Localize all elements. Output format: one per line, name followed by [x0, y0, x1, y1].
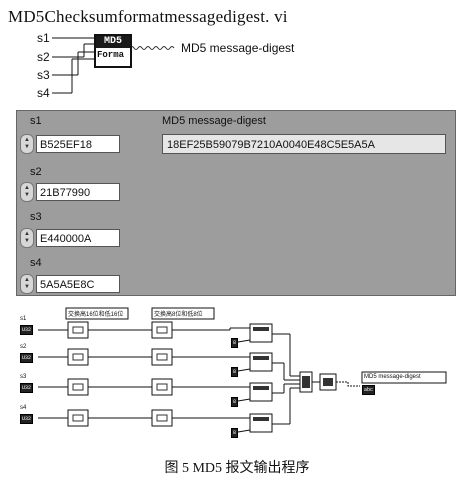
control-s1: ▲▼ B525EF18 [20, 134, 120, 154]
string-input-s2[interactable]: 21B77990 [36, 183, 120, 201]
increment-decrement-icon[interactable]: ▲▼ [20, 274, 34, 294]
control-label-s2: s2 [30, 166, 42, 178]
increment-decrement-icon[interactable]: ▲▼ [20, 134, 34, 154]
bd-label-swap8: 交换高8位和低8位 [154, 312, 203, 318]
control-s3: ▲▼ E440000A [20, 228, 120, 248]
bd-const-8-2[interactable]: 8 [231, 367, 239, 377]
bd-output-label: MD5 message-digest [364, 374, 421, 380]
increment-decrement-icon[interactable]: ▲▼ [20, 228, 34, 248]
control-label-s3: s3 [30, 211, 42, 223]
bd-terminal-label-s1: s1 [20, 316, 27, 322]
bd-terminal-s4[interactable]: U32 [20, 414, 34, 424]
md5-vi-icon[interactable]: MD5 Forma [94, 34, 132, 68]
connector-output-label: MD5 message-digest [181, 41, 295, 55]
string-input-s3[interactable]: E440000A [36, 229, 120, 247]
connector-input-s1: s1 [37, 31, 50, 45]
bd-label-swap16: 交换高16位和低16位 [68, 312, 124, 318]
connector-wires [52, 37, 175, 94]
block-diagram [38, 307, 447, 433]
connector-input-s2: s2 [37, 50, 50, 64]
connector-input-s4: s4 [37, 86, 50, 100]
md5-digest-indicator[interactable]: 18EF25B59079B7210A0040E48C5E5A5A [162, 134, 446, 154]
bd-output-terminal[interactable]: abc [362, 385, 376, 395]
vi-icon-bottom-text: Forma [97, 50, 125, 60]
connector-input-s3: s3 [37, 68, 50, 82]
bd-terminal-s3[interactable]: U32 [20, 383, 34, 393]
bd-terminal-label-s2: s2 [20, 344, 27, 350]
bd-terminal-s1[interactable]: U32 [20, 325, 34, 335]
string-input-s1[interactable]: B525EF18 [36, 135, 120, 153]
string-input-s4[interactable]: 5A5A5E8C [36, 275, 120, 293]
bd-const-8-3[interactable]: 8 [231, 397, 239, 407]
control-s4: ▲▼ 5A5A5E8C [20, 274, 120, 294]
bd-terminal-label-s3: s3 [20, 374, 27, 380]
increment-decrement-icon[interactable]: ▲▼ [20, 182, 34, 202]
control-s2: ▲▼ 21B77990 [20, 182, 120, 202]
bd-const-8-1[interactable]: 8 [231, 338, 239, 348]
vi-icon-top-text: MD5 [96, 36, 130, 48]
bd-terminal-label-s4: s4 [20, 405, 27, 411]
bd-terminal-s2[interactable]: U32 [20, 353, 34, 363]
indicator-label: MD5 message-digest [162, 115, 266, 127]
bd-const-8-4[interactable]: 8 [231, 428, 239, 438]
vi-title: MD5Checksumformatmessagedigest. vi [8, 7, 288, 26]
control-label-s1: s1 [30, 115, 42, 127]
control-label-s4: s4 [30, 257, 42, 269]
figure-caption: 图 5 MD5 报文输出程序 [164, 461, 310, 476]
